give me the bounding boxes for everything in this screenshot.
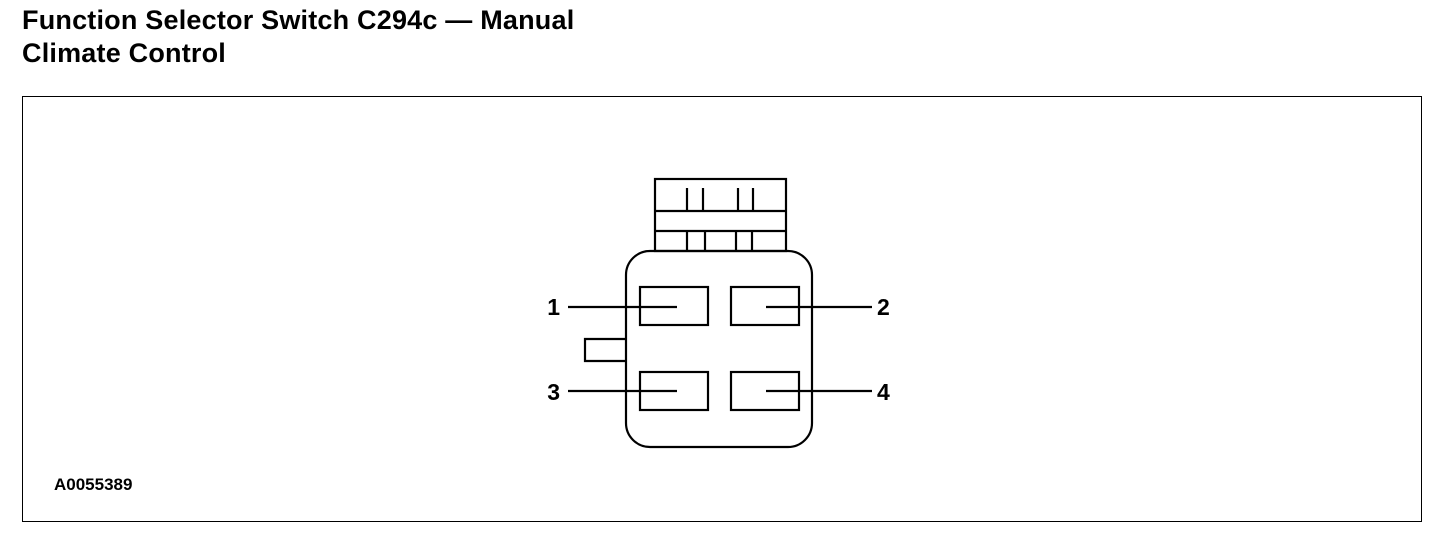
- connector-body: [624, 249, 814, 449]
- title-line-2: Climate Control: [22, 38, 227, 68]
- figure-id: A0055389: [54, 475, 133, 494]
- figure-frame: [22, 96, 1422, 522]
- page-title: Function Selector Switch C294c — Manual …: [22, 4, 574, 70]
- wire-harness: [653, 177, 788, 253]
- pin-label-3: 3: [547, 379, 560, 405]
- title-line-1: Function Selector Switch C294c — Manual: [22, 5, 575, 35]
- pin-label-2: 2: [877, 294, 890, 320]
- locking-tab: [583, 337, 626, 363]
- pin-label-1: 1: [547, 294, 560, 320]
- pin-label-4: 4: [877, 379, 890, 405]
